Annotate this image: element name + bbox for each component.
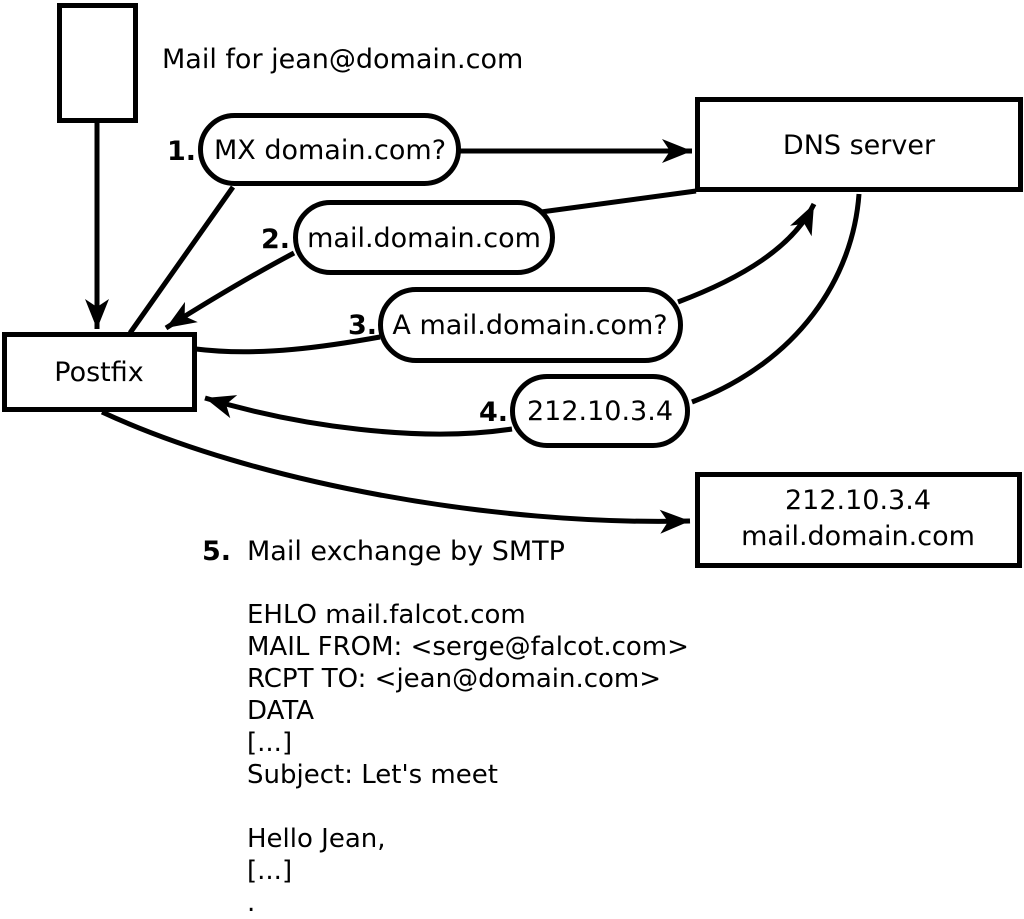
- line-dns-to-reply2: [540, 188, 697, 215]
- step3-pill: [378, 287, 683, 363]
- dns-server-label: DNS server: [783, 130, 936, 161]
- dns-server-box: [695, 97, 1023, 192]
- mail-server-box: [695, 472, 1022, 568]
- arrow-reply4-to-postfix: [204, 395, 513, 437]
- postfix-label: Postfix: [54, 357, 143, 388]
- step4-label: 212.10.3.4: [527, 396, 673, 427]
- smtp-line: [...]: [247, 728, 292, 758]
- arrow-query3-to-dns: [677, 202, 817, 305]
- smtp-line: MAIL FROM: <serge@falcot.com>: [247, 632, 689, 662]
- step2-pill: [293, 200, 555, 275]
- step4-pill: [510, 374, 690, 448]
- mail-server-hostname: mail.domain.com: [741, 521, 975, 552]
- smtp-line: Subject: Let's meet: [247, 760, 498, 790]
- arrow-postfix-to-mailserver: [100, 409, 691, 534]
- smtp-line: [...]: [247, 856, 292, 886]
- step3-number: 3.: [348, 310, 377, 341]
- line-dns-to-reply4: [691, 193, 862, 405]
- step3-label: A mail.domain.com?: [392, 310, 667, 341]
- step5-label: Mail exchange by SMTP: [247, 536, 565, 567]
- arrow-reply2-to-postfix: [164, 250, 296, 331]
- smtp-line: DATA: [247, 696, 314, 726]
- postfix-box: [2, 332, 197, 412]
- mail-for-note: Mail for jean@domain.com: [162, 44, 523, 75]
- step2-label: mail.domain.com: [307, 223, 541, 254]
- smtp-line: Hello Jean,: [247, 824, 386, 854]
- line-postfix-to-query3: [195, 334, 381, 355]
- line-postfix-to-query1: [127, 185, 236, 335]
- step4-number: 4.: [479, 397, 508, 428]
- smtp-line: EHLO mail.falcot.com: [247, 600, 526, 630]
- step1-label: MX domain.com?: [214, 135, 446, 166]
- step5-number: 5.: [202, 536, 231, 567]
- step1-number: 1.: [167, 136, 196, 167]
- mail-server-ip: 212.10.3.4: [785, 485, 931, 516]
- step1-pill: [198, 113, 461, 186]
- smtp-transcript: EHLO mail.falcot.com MAIL FROM: <serge@f…: [247, 600, 689, 918]
- envelope-box: [57, 3, 138, 123]
- smtp-line: RCPT TO: <jean@domain.com>: [247, 664, 661, 694]
- smtp-line: .: [247, 888, 255, 918]
- step2-number: 2.: [261, 224, 290, 255]
